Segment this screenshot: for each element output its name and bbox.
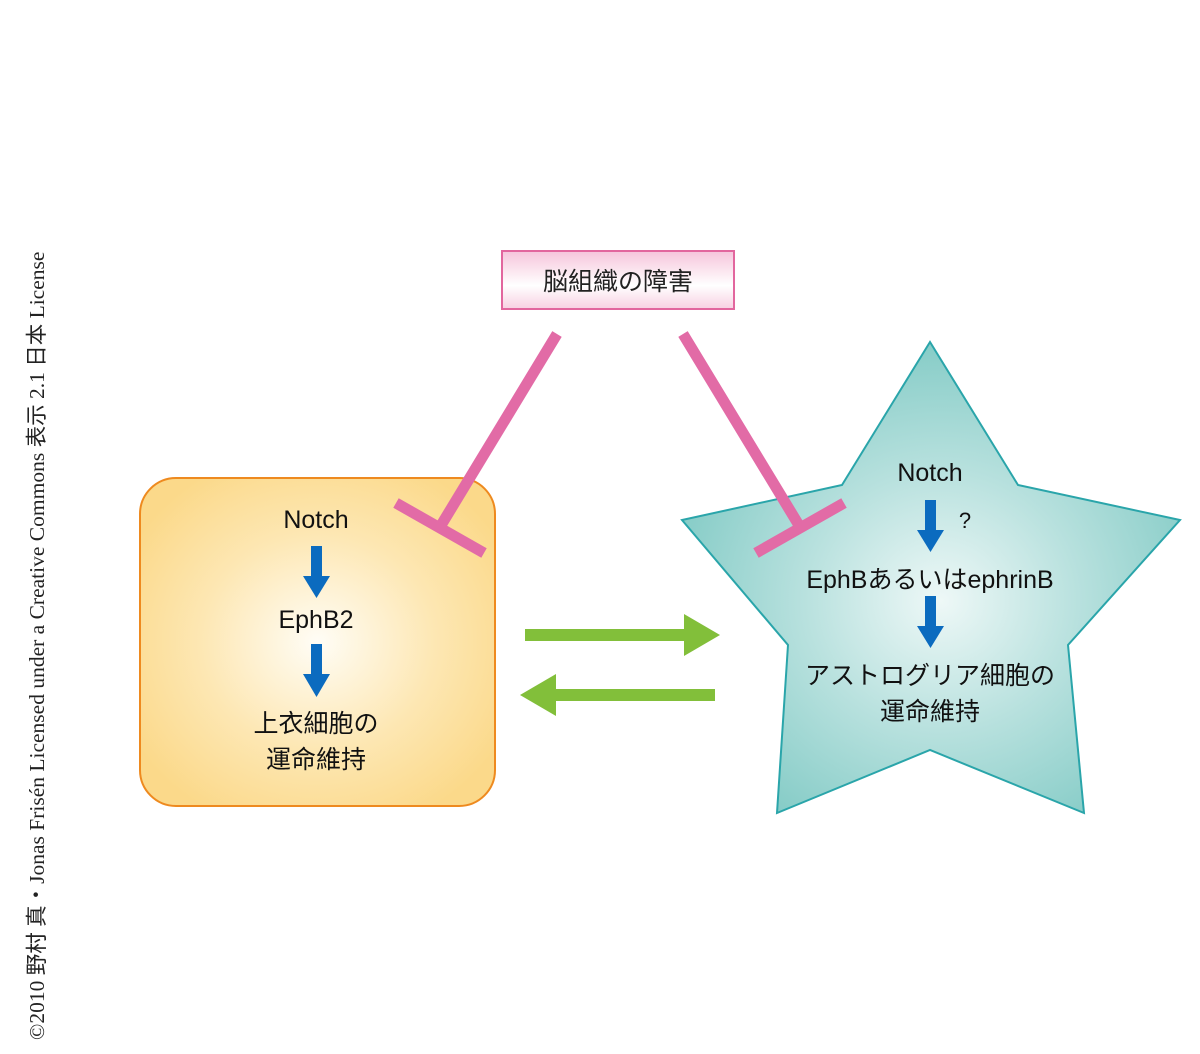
ependymal-ephb2-label: EphB2: [278, 606, 354, 634]
brain-injury-box: 脳組織の障害: [501, 250, 735, 310]
astroglia-uncertain-mark: ?: [958, 508, 972, 533]
ependymal-outcome-line2: 運命維持: [265, 746, 366, 774]
ependymal-cell-box: [139, 477, 496, 807]
inhibition-arrow-ependymal: [393, 331, 562, 558]
inhibition-arrow-astroglia: [678, 331, 847, 558]
activation-arrow-notch-to-ephb: [917, 500, 944, 552]
conversion-arrow-ependymal-to-astroglia: [525, 614, 720, 656]
brain-injury-label: 脳組織の障害: [542, 267, 693, 296]
astroglia-ephb-label: EphBあるいはephrinB: [806, 566, 1054, 594]
activation-arrow-ephb2-to-fate: [303, 644, 330, 697]
copyright-notice: ©2010 野村 真・Jonas Frisén Licensed under a…: [25, 251, 49, 1040]
conversion-arrow-astroglia-to-ependymal: [520, 674, 715, 716]
astroglia-outcome-line1: アストログリア細胞の: [804, 662, 1055, 690]
activation-arrow-ephb-to-fate: [917, 596, 944, 648]
astroglia-notch-label: Notch: [897, 459, 963, 487]
ependymal-notch-label: Notch: [283, 506, 349, 534]
astroglia-cell-star: [680, 340, 1182, 815]
activation-arrow-notch-to-ephb2: [303, 546, 330, 598]
ependymal-outcome-line1: 上衣細胞の: [253, 710, 379, 738]
astroglia-outcome-line2: 運命維持: [879, 698, 980, 726]
